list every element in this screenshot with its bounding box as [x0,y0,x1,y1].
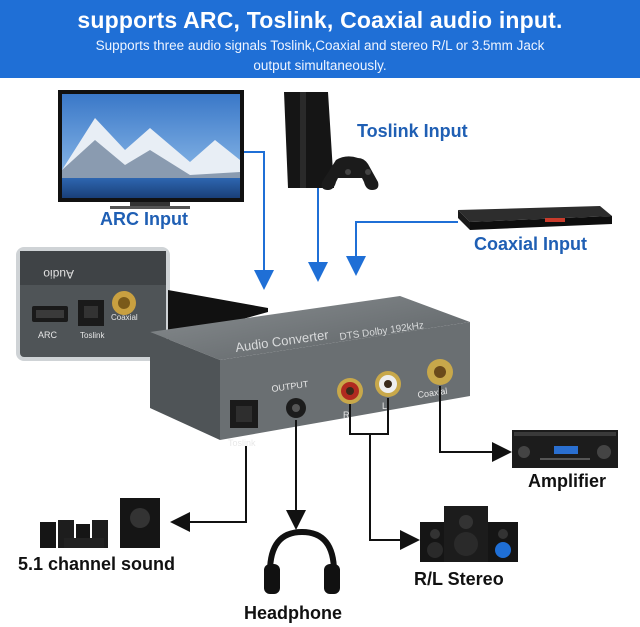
surround-arrow [170,446,247,532]
amplifier-label: Amplifier [528,471,607,491]
headphone-label: Headphone [244,603,343,623]
headphone-image [264,528,340,594]
zoom-caption: Audio [43,267,74,281]
stereo-arrow [369,434,420,550]
amplifier-image [512,430,618,468]
device-port-r: R [343,410,350,420]
stereo-speakers-image [420,506,518,562]
zoom-port-arc: ARC [38,330,58,340]
surround-speakers-image [40,498,160,548]
zoom-port-coaxial: Coaxial [111,313,138,322]
tv-image [58,90,244,209]
banner-subtitle-line2: output simultaneously. [253,58,387,73]
arc-input-label: ARC Input [100,209,188,229]
banner-subtitle-line1: Supports three audio signals Toslink,Coa… [95,38,545,53]
arc-arrow [244,151,274,290]
coaxial-arrow [346,221,458,276]
header-banner: supports ARC, Toslink, Coaxial audio inp… [0,0,640,78]
game-console-image [284,92,379,190]
toslink-input-label: Toslink Input [357,121,468,141]
dvd-player-image [458,206,612,230]
stereo-label: R/L Stereo [414,569,504,589]
surround-label: 5.1 channel sound [18,554,176,574]
audio-converter-device: Audio Converter DTS Dolby 192kHz OUTPUT … [150,296,470,448]
banner-title: supports ARC, Toslink, Coaxial audio inp… [77,7,563,33]
device-port-l: L [382,401,387,411]
amplifier-arrow [439,386,512,462]
zoom-port-toslink: Toslink [80,331,105,340]
coaxial-input-label: Coaxial Input [474,234,588,254]
device-port-toslink: Toslink [228,438,256,448]
zoom-panel: Audio ARC Toslink Coaxial [16,247,170,361]
